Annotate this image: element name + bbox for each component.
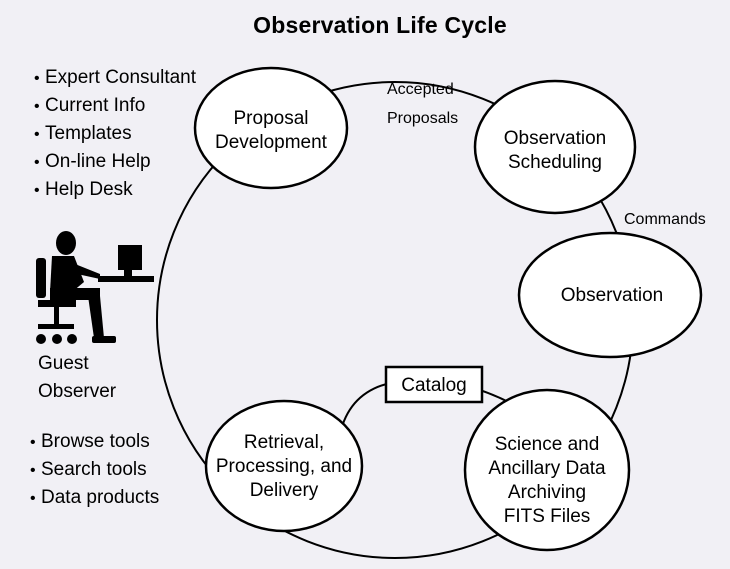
node-label-line: Proposal [234, 108, 309, 129]
node-label-line: Science and [495, 434, 600, 455]
list-item: On-line Help [34, 148, 196, 176]
page-title: Observation Life Cycle [253, 12, 507, 38]
node-label-line: Processing, and [216, 456, 352, 477]
list-item: Expert Consultant [34, 64, 196, 92]
person-at-computer-icon [36, 231, 154, 344]
node-proposal-development: Proposal Development [193, 66, 349, 190]
node-retrieval-processing-delivery: Retrieval, Processing, and Delivery [204, 399, 364, 533]
list-item: Help Desk [34, 176, 196, 204]
catalog-box: Catalog [384, 365, 484, 404]
node-label-line: Development [215, 132, 328, 153]
node-observation-scheduling: Observation Scheduling [473, 79, 637, 215]
node-label-line: Retrieval, [244, 432, 324, 453]
edge-label-commands: Commands [624, 211, 706, 228]
node-label-line: Observation [504, 128, 606, 149]
node-label-line: FITS Files [504, 506, 591, 527]
node-science-archiving: Science and Ancillary Data Archiving FIT… [463, 388, 631, 552]
list-item: Templates [34, 120, 196, 148]
list-item: Current Info [34, 92, 196, 120]
guest-observer-line: Guest [38, 353, 89, 374]
list-item: Search tools [30, 456, 159, 484]
archive-tools-list: Browse tools Search tools Data products [30, 428, 159, 512]
catalog-label: Catalog [401, 375, 467, 396]
edge-label-proposals: Proposals [387, 110, 458, 127]
support-list: Expert Consultant Current Info Templates… [34, 64, 196, 204]
node-label-line: Archiving [508, 482, 586, 503]
node-label-line: Delivery [250, 480, 319, 501]
list-item: Data products [30, 484, 159, 512]
node-label-line: Scheduling [508, 152, 602, 173]
edge-label-accepted: Accepted [387, 81, 454, 98]
list-item: Browse tools [30, 428, 159, 456]
guest-observer-line: Observer [38, 381, 117, 402]
node-label-line: Observation [561, 285, 663, 306]
guest-observer-label: Guest Observer [38, 350, 116, 406]
node-observation: Observation [517, 231, 703, 359]
node-label-line: Ancillary Data [488, 458, 606, 479]
